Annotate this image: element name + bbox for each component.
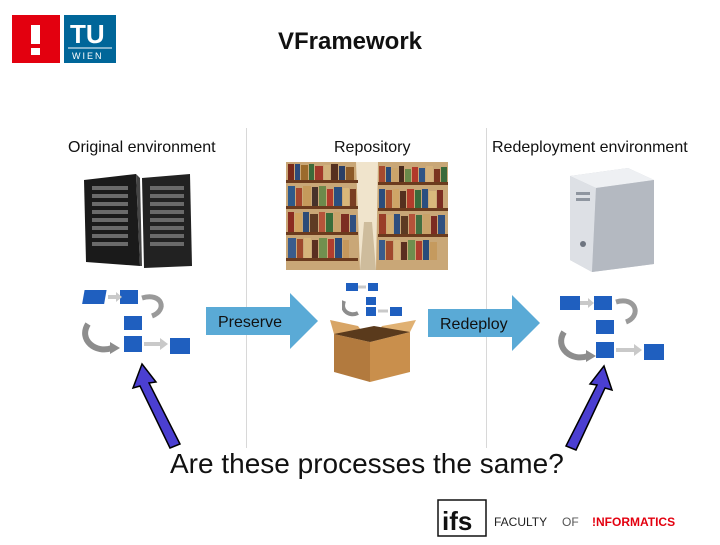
bookshelf-image bbox=[286, 162, 448, 270]
repository-label: Repository bbox=[334, 139, 411, 156]
tu-sub: WIEN bbox=[72, 51, 104, 61]
slide-title: VFramework bbox=[277, 28, 423, 55]
preserve-label: Preserve bbox=[218, 314, 283, 331]
tu-logo-mark bbox=[12, 15, 60, 63]
tu-letters: TU bbox=[70, 19, 105, 49]
redeploy-arrow: Redeploy bbox=[428, 295, 540, 351]
tu-logo-wordmark: TU WIEN bbox=[64, 15, 116, 63]
process-flow-icon-original bbox=[82, 282, 194, 362]
process-flow-icon-repository bbox=[341, 279, 406, 319]
pointer-arrow-right bbox=[556, 362, 616, 452]
server-rack-icon bbox=[80, 170, 196, 270]
of-text: OF bbox=[562, 515, 579, 529]
original-environment-label: Original environment bbox=[68, 139, 216, 156]
ifs-logo-text: ifs bbox=[442, 506, 472, 536]
faculty-text: FACULTY bbox=[494, 515, 547, 529]
redeployment-environment-label: Redeployment environment bbox=[492, 139, 688, 156]
informatics-text: !NFORMATICS bbox=[592, 515, 675, 529]
process-flow-icon-redeployment bbox=[554, 290, 666, 370]
pointer-arrow-left bbox=[130, 360, 190, 450]
preserve-arrow: Preserve bbox=[206, 293, 318, 349]
redeploy-label: Redeploy bbox=[440, 316, 508, 333]
cardboard-box-icon bbox=[330, 316, 416, 382]
column-divider-left bbox=[246, 128, 247, 448]
column-divider-right bbox=[486, 128, 487, 448]
faculty-footer-logo: ifs FACULTY OF !NFORMATICS bbox=[436, 496, 706, 540]
pc-tower-icon bbox=[562, 164, 658, 272]
question-text: Are these processes the same? bbox=[170, 448, 564, 479]
